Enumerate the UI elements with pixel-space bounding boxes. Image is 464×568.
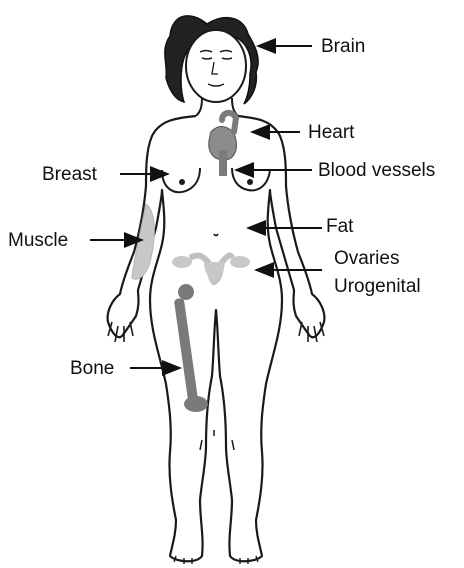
face <box>186 30 246 102</box>
label-muscle: Muscle <box>8 230 68 252</box>
label-bone: Bone <box>70 358 114 380</box>
muscle-tissue <box>132 204 154 279</box>
label-breast: Breast <box>42 164 97 186</box>
label-blood-vessels: Blood vessels <box>318 160 435 182</box>
label-brain: Brain <box>321 36 365 58</box>
blood-vessel <box>219 150 227 176</box>
label-ovaries: Ovaries <box>334 248 399 270</box>
label-fat: Fat <box>326 216 353 238</box>
label-urogenital: Urogenital <box>334 276 421 298</box>
body-outline <box>108 116 325 561</box>
label-heart: Heart <box>308 122 354 144</box>
